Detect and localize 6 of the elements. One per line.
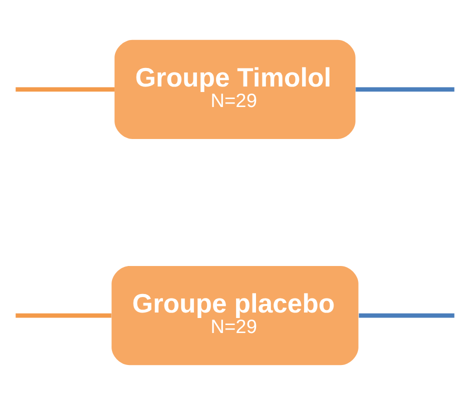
connector (358, 312, 454, 318)
connector (16, 312, 112, 318)
node-box: Groupe Timolol N=29 (114, 39, 356, 138)
node-box: Groupe placebo N=29 (112, 266, 358, 365)
connector (356, 86, 454, 92)
connector (16, 86, 114, 92)
